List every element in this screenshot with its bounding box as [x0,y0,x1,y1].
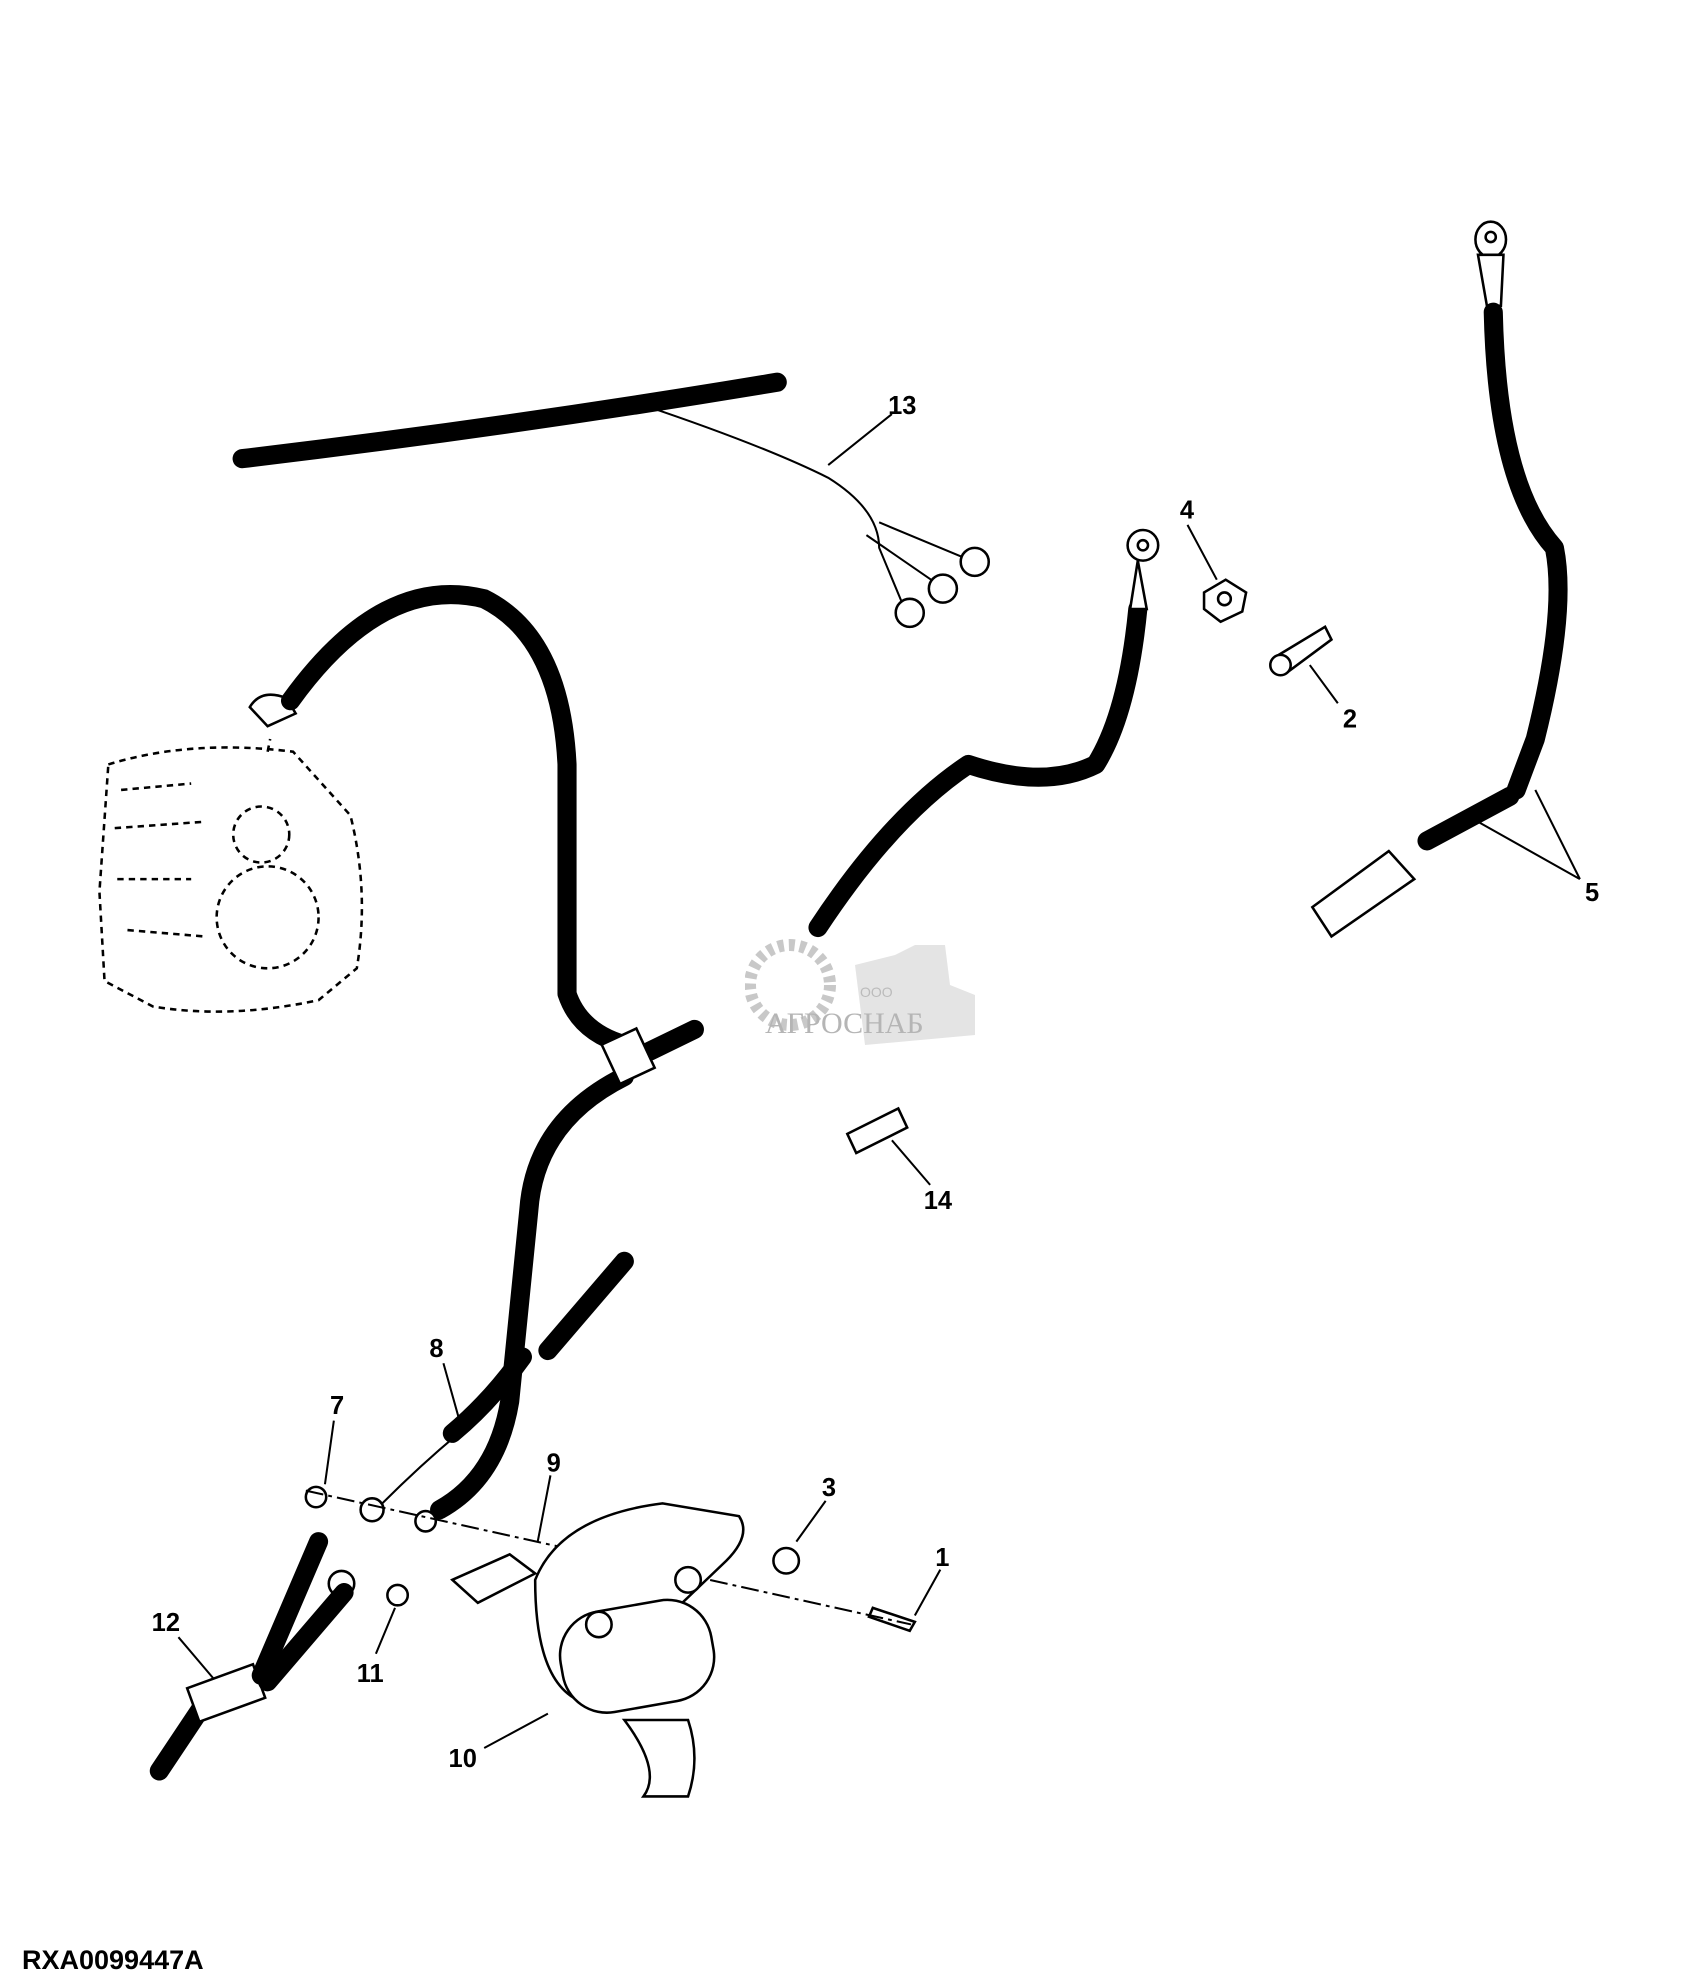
callout-14: 14 [924,1187,953,1215]
leader-lines [177,413,1581,1749]
battery-cable [808,528,1160,938]
callout-3: 3 [822,1474,836,1502]
callout-9: 9 [547,1450,561,1478]
svg-text:ООО: ООО [860,984,893,1000]
watermark-logo: ООО АГРОСНАБ [745,939,975,1045]
main-wiring-harness [280,585,704,1520]
gear-icon [745,939,836,1031]
ground-cable-5 [1310,220,1568,939]
callout-7: 7 [330,1392,344,1420]
callout-12: 12 [152,1609,180,1637]
callout-13: 13 [888,392,916,420]
figure-reference-code: RXA0099447A [22,1945,204,1975]
wiring-harness-13 [232,372,991,629]
callout-5: 5 [1585,879,1599,907]
harness-12 [149,1532,354,1781]
callout-1: 1 [935,1544,949,1572]
callout-10: 10 [449,1745,477,1773]
small-parts [304,578,1334,1633]
combine-harvester-icon [855,945,975,1045]
alternator-outline [98,693,364,1013]
svg-text:АГРОСНАБ: АГРОСНАБ [765,1007,924,1040]
callout-4: 4 [1180,497,1195,525]
mounting-bracket-10 [533,1502,745,1798]
callout-8: 8 [429,1335,443,1363]
callout-11: 11 [357,1660,384,1688]
callout-2: 2 [1343,705,1357,733]
